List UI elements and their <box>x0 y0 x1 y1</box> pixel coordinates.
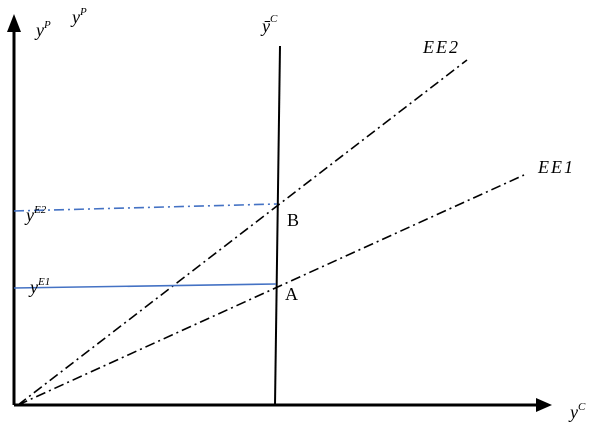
y-axis-label-repeat: yP <box>70 6 87 27</box>
ee1-label: EE1 <box>537 157 575 177</box>
level-line-e1 <box>13 283 277 289</box>
ee2-curve <box>17 59 468 406</box>
ybar-c-vertical-line <box>274 45 281 406</box>
x-axis-label: yC <box>568 401 586 422</box>
level-e1-label: yE1 <box>28 276 50 297</box>
level-line-e2 <box>13 203 278 212</box>
y-axis-label: yP <box>34 19 51 40</box>
x-axis-arrowhead <box>536 398 552 412</box>
ee2-label: EE2 <box>422 37 460 57</box>
level-e2-label: yE2 <box>24 204 47 225</box>
point-b-label: B <box>287 210 299 230</box>
ee1-curve <box>17 174 525 406</box>
point-a-label: A <box>285 284 298 304</box>
y-axis-arrowhead <box>7 14 21 32</box>
ybar-c-label: ȳC <box>260 13 278 36</box>
